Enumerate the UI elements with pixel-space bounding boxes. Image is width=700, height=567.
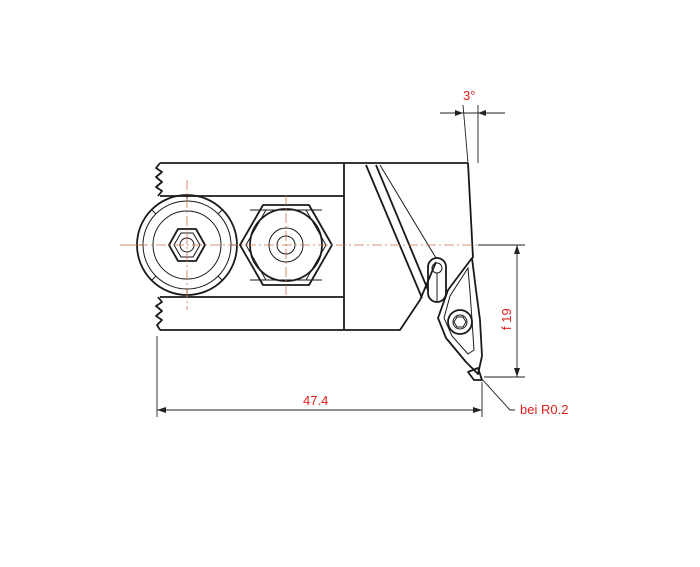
height-dimension: f 19 (478, 244, 525, 378)
break-line-top (155, 162, 163, 197)
radius-label: bei R0.2 (520, 402, 568, 417)
height-label: f 19 (499, 308, 514, 330)
tool-body (160, 162, 474, 331)
length-dimension: 47.4 (156, 336, 483, 417)
radius-note: bei R0.2 (479, 376, 568, 417)
cutting-insert (427, 257, 483, 381)
clamp-wedge (365, 164, 437, 299)
angle-dimension: 3° (440, 88, 505, 164)
break-line-bottom (155, 296, 163, 331)
center-lines (120, 180, 525, 310)
length-label: 47.4 (303, 393, 328, 408)
angle-label: 3° (463, 88, 475, 103)
